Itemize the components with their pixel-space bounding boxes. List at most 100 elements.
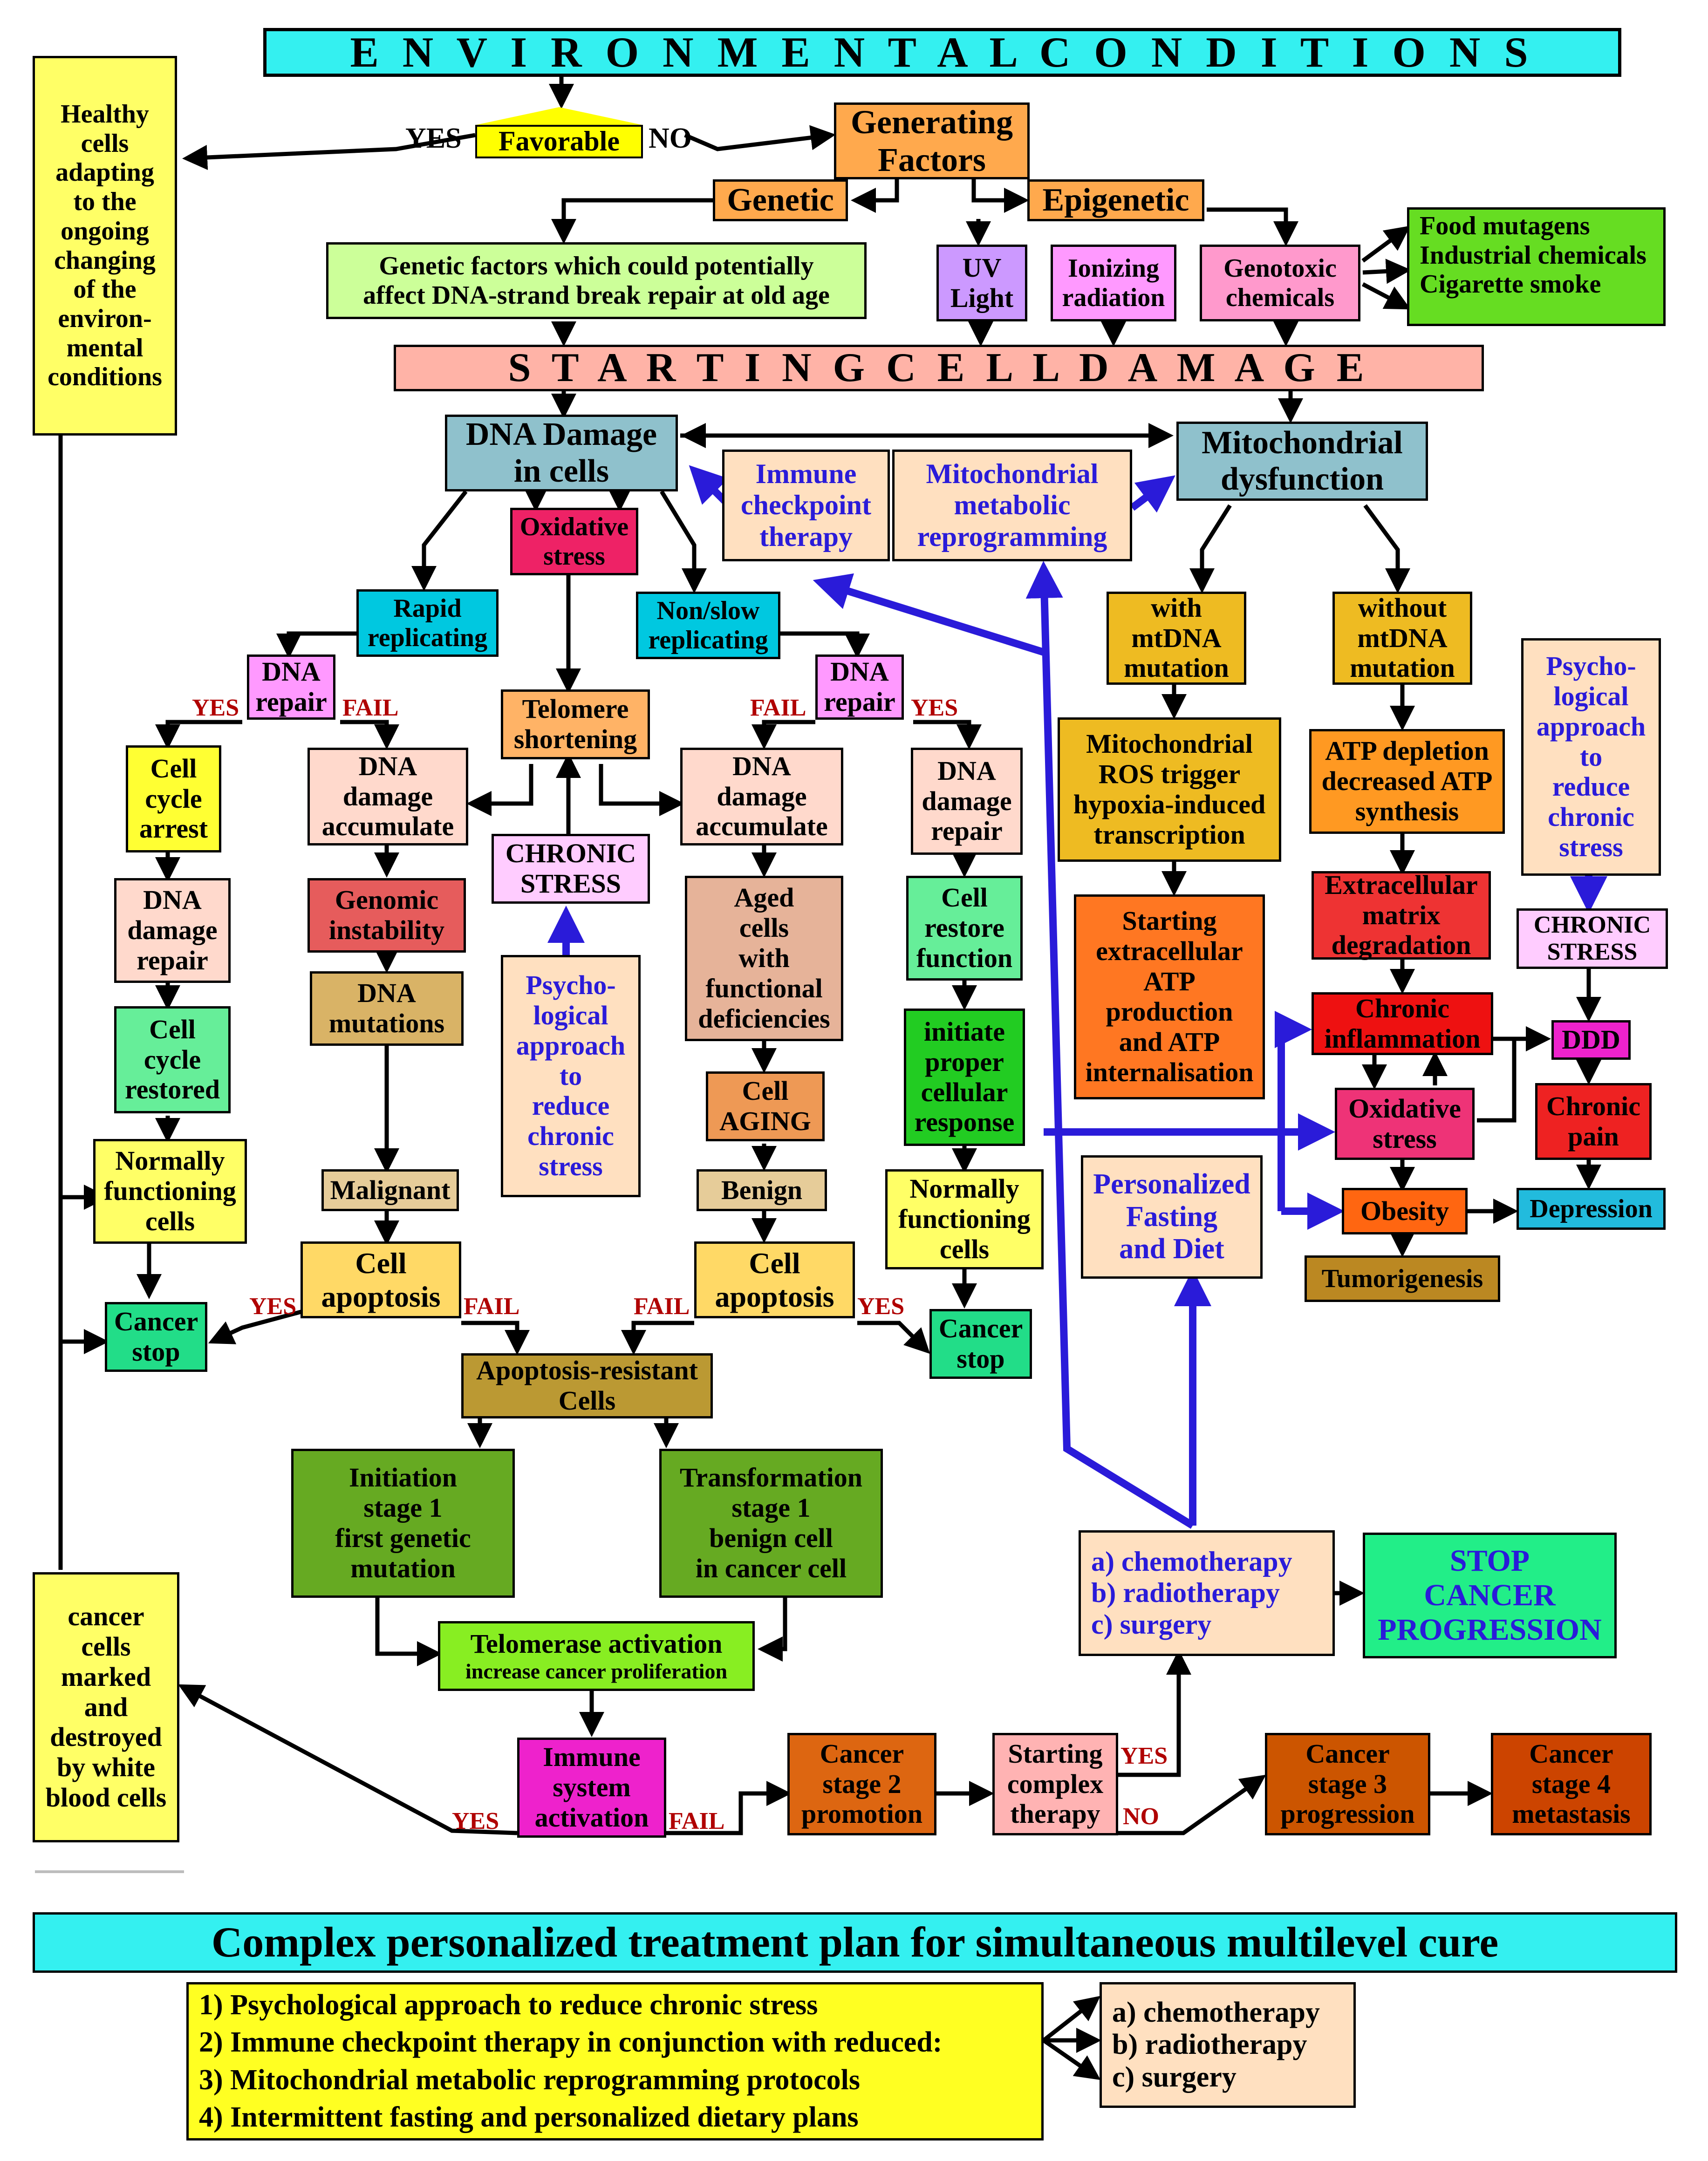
favorable-label: Favorable [475, 125, 643, 158]
initiate-proper-cellular-response: initiate proper cellular response [904, 1009, 1025, 1146]
apoptosis-left-fail: FAIL [464, 1293, 520, 1320]
genetic-node: Genetic [713, 179, 848, 221]
immune-checkpoint-therapy: Immune checkpoint therapy [722, 450, 890, 561]
immune-system-activation: Immune system activation [517, 1738, 666, 1838]
immune-fail: FAIL [669, 1808, 725, 1834]
treatment-plan-title: Complex personalized treatment plan for … [33, 1912, 1677, 1973]
cancer-stage-4-metastasis: Cancer stage 4 metastasis [1491, 1733, 1652, 1835]
cancer-stop-left: Cancer stop [105, 1302, 207, 1372]
dna-damage-repair-right: DNA damage repair [911, 748, 1023, 855]
atp-depletion: ATP depletion decreased ATP synthesis [1309, 729, 1505, 834]
plan-item-mitochondrial: 3) Mitochondrial metabolic reprogramming… [199, 2064, 860, 2096]
cancer-stop-right: Cancer stop [929, 1309, 1032, 1379]
cancer-stage-3-progression: Cancer stage 3 progression [1265, 1733, 1430, 1835]
complex-therapy-yes: YES [1120, 1743, 1168, 1769]
cell-cycle-arrest: Cell cycle arrest [126, 745, 221, 852]
ionizing-radiation: Ionizing radiation [1051, 245, 1176, 321]
malignant: Malignant [321, 1169, 459, 1211]
aged-cells-functional-deficiencies: Aged cells with functional deficiencies [685, 876, 843, 1041]
favorable-yes-label: YES [405, 123, 462, 154]
cell-apoptosis-left: Cell apoptosis [301, 1241, 461, 1318]
extracellular-matrix-degradation: Extracellular matrix degradation [1312, 870, 1491, 960]
mitochondrial-ros-trigger: Mitochondrial ROS trigger hypoxia-induce… [1058, 717, 1281, 862]
tumorigenesis: Tumorigenesis [1305, 1255, 1500, 1302]
uv-light: UV Light [936, 245, 1027, 321]
rapid-replicating: Rapid replicating [356, 589, 499, 657]
chronic-stress-middle: CHRONIC STRESS [492, 834, 650, 904]
without-mtdna-mutation: without mtDNA mutation [1332, 592, 1472, 685]
environmental-conditions-header: E N V I R O N M E N T A L C O N D I T I … [263, 28, 1621, 77]
starting-cell-damage: S T A R T I N G C E L L D A M A G E [394, 345, 1484, 391]
cigarette-smoke: Cigarette smoke [1420, 270, 1601, 299]
chronic-inflammation: Chronic inflammation [1312, 992, 1493, 1055]
chronic-pain: Chronic pain [1535, 1083, 1652, 1160]
genomic-instability: Genomic instability [307, 878, 466, 953]
starting-extracellular-atp: Starting extracellular ATP production an… [1074, 894, 1265, 1099]
non-slow-replicating: Non/slow replicating [636, 592, 780, 659]
apoptosis-right-fail: FAIL [634, 1293, 690, 1320]
telomerase-line1: Telomerase activation [470, 1628, 723, 1659]
oxidative-stress-right: Oxidative stress [1335, 1088, 1475, 1160]
dna-repair-right-yes: YES [911, 695, 958, 721]
food-mutagens: Food mutagens [1420, 211, 1590, 240]
healthy-cells-adapting: Healthy cells adapting to the ongoing ch… [33, 56, 177, 436]
depression: Depression [1517, 1188, 1666, 1230]
telomere-shortening: Telomere shortening [501, 689, 650, 759]
starting-complex-therapy: Starting complex therapy [992, 1733, 1118, 1835]
dna-damage-in-cells: DNA Damage in cells [445, 415, 678, 491]
psychological-approach-middle: Psycho- logical approach to reduce chron… [501, 955, 641, 1197]
complex-therapy-no: NO [1123, 1803, 1159, 1830]
benign: Benign [697, 1169, 827, 1211]
cell-cycle-restored: Cell cycle restored [114, 1006, 231, 1113]
personalized-fasting-diet: Personalized Fasting and Diet [1081, 1155, 1263, 1279]
dna-repair-right: DNA repair [815, 654, 904, 720]
cell-aging: Cell AGING [706, 1071, 825, 1141]
dna-damage-accumulate-right: DNA damage accumulate [680, 748, 843, 845]
plan-treatment-options: a) chemotherapy b) radiotherapy c) surge… [1100, 1982, 1356, 2108]
psychological-approach-right: Psycho- logical approach to reduce chron… [1521, 638, 1661, 876]
chronic-stress-right: CHRONIC STRESS [1517, 908, 1668, 969]
telomerase-line2: increase cancer proliferation [465, 1659, 728, 1683]
cancer-stage-2-promotion: Cancer stage 2 promotion [787, 1733, 936, 1835]
telomerase-activation: Telomerase activation increase cancer pr… [438, 1621, 755, 1691]
immune-yes: YES [452, 1808, 499, 1834]
cell-restore-function: Cell restore function [906, 876, 1023, 981]
dna-damage-repair-left: DNA damage repair [114, 878, 231, 983]
dna-repair-left-fail: FAIL [342, 695, 399, 721]
favorable-no-label: NO [649, 123, 692, 154]
dna-mutations: DNA mutations [310, 971, 464, 1046]
cancer-cells-destroyed: cancer cells marked and destroyed by whi… [33, 1572, 179, 1842]
mitochondrial-metabolic-reprogramming: Mitochondrial metabolic reprogramming [892, 450, 1132, 561]
ddd: DDD [1551, 1020, 1631, 1060]
treatment-plan-list: 1) Psychological approach to reduce chro… [186, 1982, 1044, 2141]
cell-apoptosis-right: Cell apoptosis [694, 1241, 855, 1318]
mitochondrial-dysfunction: Mitochondrial dysfunction [1176, 422, 1428, 501]
obesity: Obesity [1342, 1188, 1468, 1234]
plan-item-fasting: 4) Intermittent fasting and personalized… [199, 2101, 859, 2134]
plan-item-psychological: 1) Psychological approach to reduce chro… [199, 1989, 818, 2021]
favorable-decision: Favorable [475, 107, 643, 158]
with-mtdna-mutation: with mtDNA mutation [1107, 592, 1246, 685]
epigenetic-node: Epigenetic [1027, 179, 1204, 221]
genetic-factors-dna-repair: Genetic factors which could potentially … [326, 242, 867, 319]
treatment-options: a) chemotherapy b) radiotherapy c) surge… [1079, 1530, 1335, 1656]
stop-cancer-progression: STOP CANCER PROGRESSION [1363, 1533, 1617, 1658]
dna-repair-left-yes: YES [192, 695, 239, 721]
mutagens-list: Food mutagens Industrial chemicals Cigar… [1407, 207, 1666, 326]
genotoxic-chemicals: Genotoxic chemicals [1200, 245, 1360, 321]
plan-divider [35, 1870, 184, 1873]
initiation-stage-1: Initiation stage 1 first genetic mutatio… [291, 1449, 515, 1598]
plan-item-immune: 2) Immune checkpoint therapy in conjunct… [199, 2026, 943, 2059]
normally-functioning-cells-left: Normally functioning cells [93, 1139, 247, 1244]
dna-damage-accumulate-left: DNA damage accumulate [307, 748, 468, 845]
apoptosis-right-yes: YES [857, 1293, 905, 1320]
normally-functioning-cells-right: Normally functioning cells [885, 1169, 1044, 1269]
dna-repair-right-fail: FAIL [750, 695, 806, 721]
dna-repair-left: DNA repair [247, 654, 335, 720]
generating-factors: Generating Factors [834, 102, 1030, 179]
oxidative-stress-top: Oxidative stress [510, 508, 638, 575]
industrial-chemicals: Industrial chemicals [1420, 240, 1647, 270]
transformation-stage-1: Transformation stage 1 benign cell in ca… [659, 1449, 883, 1598]
apoptosis-left-yes: YES [249, 1293, 297, 1320]
